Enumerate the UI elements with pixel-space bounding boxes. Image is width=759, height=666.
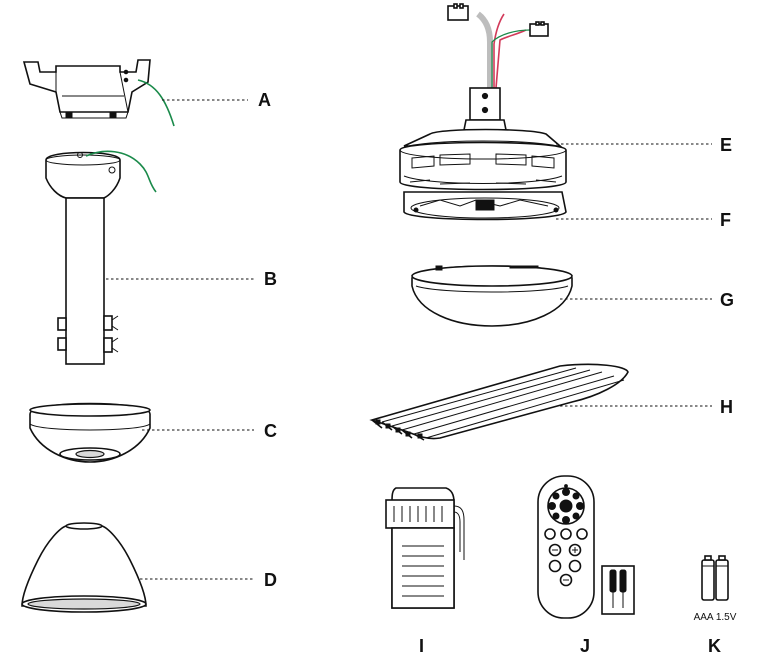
label-k: K [708, 636, 721, 656]
part-j-wall-holder [601, 565, 635, 615]
part-b-downrod [45, 150, 157, 365]
label-f: F [720, 210, 731, 230]
part-h-fan-blades [369, 363, 629, 441]
label-j: J [580, 636, 590, 656]
label-a: A [258, 90, 271, 110]
part-i-receiver [385, 487, 465, 609]
part-g-light-dome [411, 265, 573, 327]
label-h: H [720, 397, 733, 417]
label-g: G [720, 290, 734, 310]
part-f-motor-base [403, 191, 567, 221]
part-d-cover [21, 522, 147, 613]
part-c-canopy [29, 402, 151, 463]
label-i: I [419, 636, 424, 656]
part-j-remote-control [537, 475, 595, 619]
battery-label: AAA 1.5V [694, 612, 737, 623]
label-e: E [720, 135, 732, 155]
label-c: C [264, 421, 277, 441]
part-k-batteries [701, 555, 729, 601]
label-d: D [264, 570, 277, 590]
part-e-motor-housing [399, 3, 567, 191]
part-a-mounting-bracket [22, 59, 175, 127]
label-b: B [264, 269, 277, 289]
